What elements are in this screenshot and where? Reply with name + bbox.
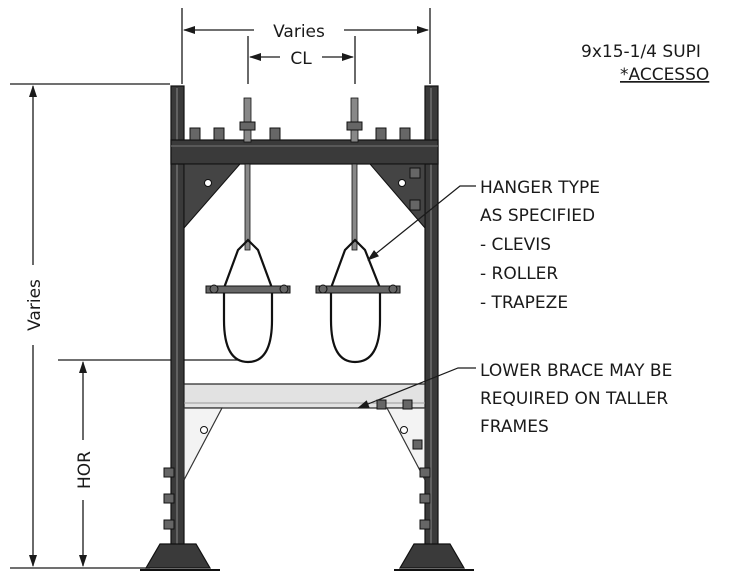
lower-height-dimension: HOR: [58, 359, 240, 567]
top-beam-bolts: [189, 127, 411, 141]
centerline-label: CL: [290, 49, 312, 69]
top-width-dimension: Varies: [181, 8, 431, 84]
hanger-callout-line-5: - TRAPEZE: [480, 293, 568, 313]
brace-callout-line-2: REQUIRED ON TALLER: [480, 389, 668, 409]
clevis-hanger-right: [315, 238, 401, 364]
lower-height-label: HOR: [75, 451, 95, 489]
overall-height-dimension: Varies: [10, 83, 170, 569]
title-text: 9x15-1/4 SUPI *ACCESSO: [581, 42, 709, 85]
overall-height-label: Varies: [25, 279, 45, 331]
centerline-dimension: CL: [247, 36, 356, 84]
hanger-callout-line-1: HANGER TYPE: [480, 178, 600, 198]
title-line-1: 9x15-1/4 SUPI: [581, 42, 701, 62]
brace-callout-line-3: FRAMES: [480, 417, 549, 437]
title-line-2: *ACCESSO: [620, 65, 709, 85]
brace-callout: LOWER BRACE MAY BE REQUIRED ON TALLER FR…: [357, 361, 672, 437]
hanger-callout-line-2: AS SPECIFIED: [480, 206, 595, 226]
hanger-callout: HANGER TYPE AS SPECIFIED - CLEVIS - ROLL…: [367, 178, 600, 313]
clevis-hanger-left: [205, 238, 291, 364]
support-frame: [140, 85, 474, 571]
brace-callout-line-1: LOWER BRACE MAY BE: [480, 361, 672, 381]
hanger-callout-line-3: - CLEVIS: [480, 235, 551, 255]
top-width-label: Varies: [273, 22, 325, 42]
hanger-callout-line-4: - ROLLER: [480, 264, 558, 284]
